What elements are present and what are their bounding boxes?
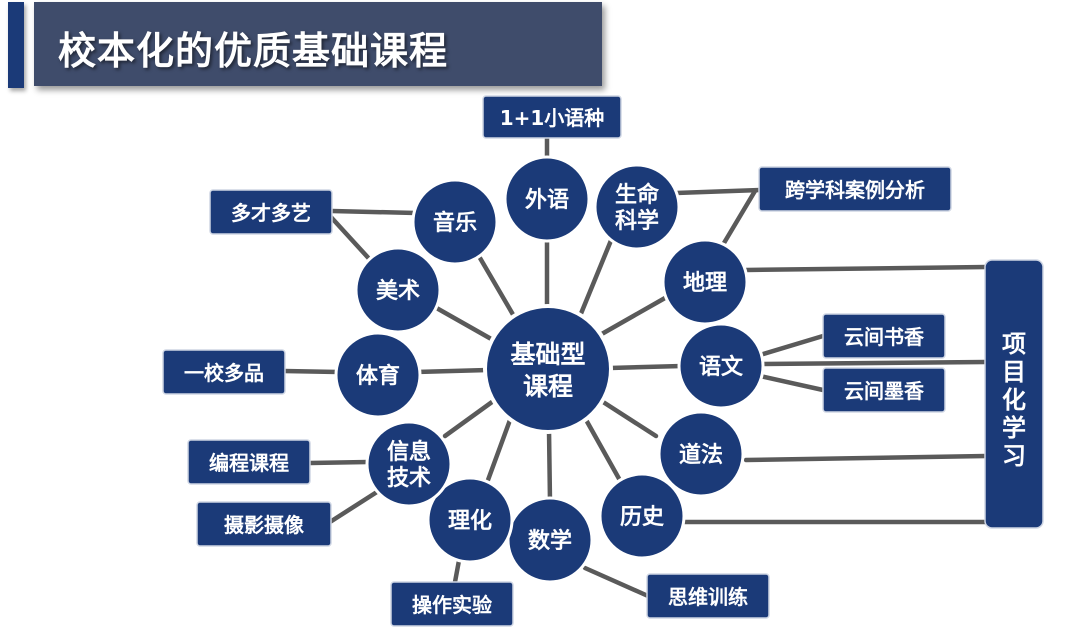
subject-yinyue: 音乐 xyxy=(411,178,499,266)
project-char-4: 学 xyxy=(1002,414,1026,442)
program-yuzhong: 1+1小语种 xyxy=(482,95,622,139)
svg-text:1+1小语种: 1+1小语种 xyxy=(500,106,605,130)
svg-text:云间墨香: 云间墨香 xyxy=(844,379,925,403)
svg-text:历史: 历史 xyxy=(620,505,665,530)
project-char-3: 化 xyxy=(1002,386,1026,414)
edge-shengming-kuaxueke xyxy=(673,187,763,196)
connectors xyxy=(281,133,989,599)
edge-meishu-duocai xyxy=(327,213,376,266)
edge-center-shengming xyxy=(577,235,615,319)
edge-center-lihua xyxy=(485,417,513,483)
svg-text:体育: 体育 xyxy=(356,363,400,389)
center-node: 基础型 课程 xyxy=(483,304,613,434)
svg-text:语文: 语文 xyxy=(699,354,744,380)
program-siwei: 思维训练 xyxy=(646,573,770,619)
program-sheying: 摄影摄像 xyxy=(196,501,332,547)
svg-text:数学: 数学 xyxy=(528,528,572,554)
subject-shuxue: 数学 xyxy=(506,496,594,584)
subject-daofa: 道法 xyxy=(657,410,745,498)
program-duocai: 多才多艺 xyxy=(209,189,333,235)
project-char-5: 习 xyxy=(1002,442,1026,470)
edge-center-xinxi xyxy=(442,399,495,439)
edge-xinxi-biancheng xyxy=(307,459,371,466)
program-biancheng: 编程课程 xyxy=(187,439,311,485)
subject-meishu: 美术 xyxy=(354,246,442,334)
edge-center-shuxue xyxy=(546,427,553,505)
program-shuxiang: 云间书香 xyxy=(822,313,946,359)
svg-text:音乐: 音乐 xyxy=(433,210,477,236)
subject-lihua: 理化 xyxy=(426,476,514,564)
edge-daofa-project xyxy=(743,453,989,463)
program-yixiao: 一校多品 xyxy=(162,349,286,395)
program-moxiang: 云间墨香 xyxy=(822,367,946,413)
subject-dili: 地理 xyxy=(661,238,749,326)
svg-text:思维训练: 思维训练 xyxy=(668,585,748,609)
edge-xinxi-sheying xyxy=(327,487,383,525)
edge-dili-kuaxueke xyxy=(721,188,758,246)
edge-shuxue-siwei xyxy=(582,565,651,599)
svg-text:生命: 生命 xyxy=(615,182,660,208)
svg-text:地理: 地理 xyxy=(683,271,727,296)
edge-center-dili xyxy=(597,295,668,338)
title-banner xyxy=(34,2,602,86)
program-kuaxueke: 跨学科案例分析 xyxy=(758,166,952,212)
svg-text:科学: 科学 xyxy=(615,208,659,234)
svg-text:编程课程: 编程课程 xyxy=(209,451,289,475)
title-accent-bar xyxy=(8,2,24,88)
svg-text:操作实验: 操作实验 xyxy=(412,593,492,617)
svg-text:多才多艺: 多才多艺 xyxy=(231,201,311,225)
project-char-1: 项 xyxy=(1002,330,1026,358)
edge-center-tiyu xyxy=(413,367,491,375)
edge-yuwen-project xyxy=(759,359,989,367)
svg-text:外语: 外语 xyxy=(525,187,569,213)
project-char-2: 目 xyxy=(1002,358,1026,386)
edge-center-daofa xyxy=(597,397,659,439)
svg-text:跨学科案例分析: 跨学科案例分析 xyxy=(785,178,925,202)
center-line-2: 课程 xyxy=(523,372,573,401)
svg-text:信息: 信息 xyxy=(387,439,431,465)
edge-center-yinyue xyxy=(477,255,518,321)
svg-text:云间书香: 云间书香 xyxy=(844,325,925,349)
svg-text:道法: 道法 xyxy=(679,442,723,468)
edge-center-lishi xyxy=(582,415,625,487)
subject-shengming: 生命 科学 xyxy=(593,163,681,251)
svg-text:摄影摄像: 摄影摄像 xyxy=(224,513,305,537)
subject-xinxi: 信息 技术 xyxy=(365,420,453,508)
edge-dili-project xyxy=(743,264,989,273)
svg-text:技术: 技术 xyxy=(387,466,431,491)
subject-waiyu: 外语 xyxy=(503,155,591,243)
subject-nodes: 外语 生命 科学 地理 语文 道法 历史 数学 理化 xyxy=(334,155,765,584)
edge-center-meishu xyxy=(430,303,496,343)
svg-text:一校多品: 一校多品 xyxy=(184,361,264,385)
edge-yuwen-moxiang xyxy=(757,373,826,393)
edge-center-yuwen xyxy=(607,363,685,371)
svg-text:理化: 理化 xyxy=(448,508,492,534)
center-line-1: 基础型 xyxy=(510,340,585,369)
program-caozuo: 操作实验 xyxy=(390,581,514,627)
edge-yinyue-duocai xyxy=(329,208,419,216)
subject-yuwen: 语文 xyxy=(677,322,765,410)
subject-tiyu: 体育 xyxy=(334,331,422,419)
subject-lishi: 历史 xyxy=(598,472,686,560)
svg-text:美术: 美术 xyxy=(376,278,420,304)
program-boxes: 1+1小语种 跨学科案例分析 多才多艺 一校多品 编程课程 摄影摄像 操作实验 xyxy=(162,95,952,627)
page-title: 校本化的优质基础课程 xyxy=(58,29,449,73)
edge-yuwen-shuxiang xyxy=(757,333,826,358)
edge-tiyu-yixiao xyxy=(281,368,341,375)
project-learning-box: 项 目 化 学 习 xyxy=(984,259,1044,529)
